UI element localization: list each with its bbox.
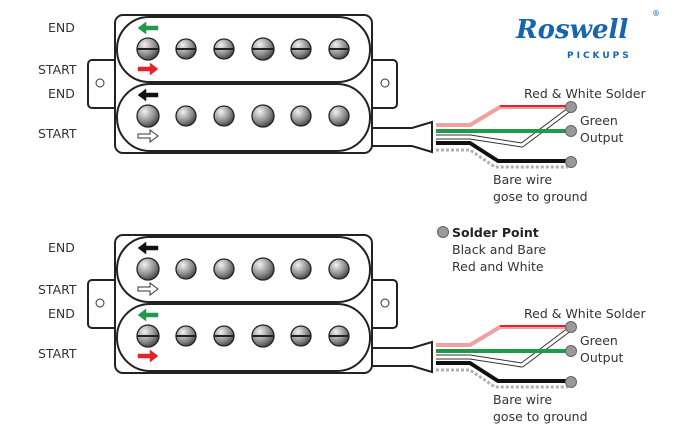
brand-sub: PICKUPS — [567, 51, 632, 61]
ground-label: gose to ground — [493, 189, 588, 204]
solder-label: Red & White Solder — [524, 306, 646, 321]
humbucker-pickup-2: END START END START Red & White SolderGreenO… — [38, 234, 646, 424]
coil-label: START — [38, 126, 77, 141]
bare-wire — [436, 368, 568, 389]
solder-point-icon — [437, 226, 449, 238]
arrow-red-right-icon — [137, 349, 159, 363]
solder-label: Red & White Solder — [524, 86, 646, 101]
coil-bottom — [116, 83, 371, 152]
coil-top — [116, 16, 371, 83]
coil-bottom — [116, 303, 371, 372]
coil-label: END — [48, 306, 75, 321]
slug-pole-icon — [290, 105, 312, 127]
slug-pole-icon — [136, 104, 160, 128]
black-wire — [436, 141, 568, 163]
ground-label: Bare wire — [493, 172, 552, 187]
slug-pole-icon — [290, 258, 312, 280]
arrow-white-right-icon — [137, 129, 159, 143]
output-label: Output — [580, 130, 624, 145]
ground-label: Bare wire — [493, 392, 552, 407]
arrow-green-left-icon — [137, 308, 159, 322]
cable — [369, 120, 433, 154]
arrow-black-left-icon — [137, 88, 159, 102]
brand-name: Roswell — [515, 15, 628, 45]
coil-label: END — [48, 240, 75, 255]
output-label: Output — [580, 350, 624, 365]
screw-hole-icon — [95, 298, 105, 308]
slug-pole-icon — [136, 257, 160, 281]
humbucker-pickup-1: END START END START Red & White SolderGreenO… — [38, 14, 646, 204]
legend-title: Solder Point — [452, 225, 539, 240]
coil-label: START — [38, 346, 77, 361]
solder-point-legend: Solder Point Black and Bare Red and Whit… — [437, 225, 546, 274]
slug-pole-icon — [213, 258, 235, 280]
brand-logo: Roswell ® PICKUPS — [515, 9, 660, 61]
arrow-white-right-icon — [137, 282, 159, 296]
screw-hole-icon — [380, 78, 390, 88]
coil-label: END — [48, 86, 75, 101]
slug-pole-icon — [328, 105, 350, 127]
arrow-black-left-icon — [137, 241, 159, 255]
coil-top — [116, 236, 371, 303]
solder-point-icon — [565, 321, 577, 333]
solder-point-icon — [565, 125, 577, 137]
coil-label: START — [38, 62, 77, 77]
slug-pole-icon — [251, 257, 275, 281]
screw-hole-icon — [380, 298, 390, 308]
output-label: Green — [580, 113, 618, 128]
slug-pole-icon — [251, 104, 275, 128]
white-wire — [436, 327, 571, 367]
solder-point-icon — [565, 101, 577, 113]
white-wire — [436, 107, 571, 147]
screw-hole-icon — [95, 78, 105, 88]
legend-line: Black and Bare — [452, 242, 546, 257]
coil-label: START — [38, 282, 77, 297]
arrow-green-left-icon — [137, 21, 159, 35]
legend-line: Red and White — [452, 259, 544, 274]
output-label: Green — [580, 333, 618, 348]
solder-point-icon — [565, 376, 577, 388]
slug-pole-icon — [213, 105, 235, 127]
solder-point-icon — [565, 345, 577, 357]
bare-wire — [436, 148, 568, 169]
black-wire — [436, 361, 568, 383]
slug-pole-icon — [175, 105, 197, 127]
ground-label: gose to ground — [493, 409, 588, 424]
cable — [369, 340, 433, 374]
slug-pole-icon — [328, 258, 350, 280]
slug-pole-icon — [175, 258, 197, 280]
coil-label: END — [48, 20, 75, 35]
registered-mark: ® — [652, 9, 660, 18]
arrow-red-right-icon — [137, 62, 159, 76]
solder-point-icon — [565, 156, 577, 168]
